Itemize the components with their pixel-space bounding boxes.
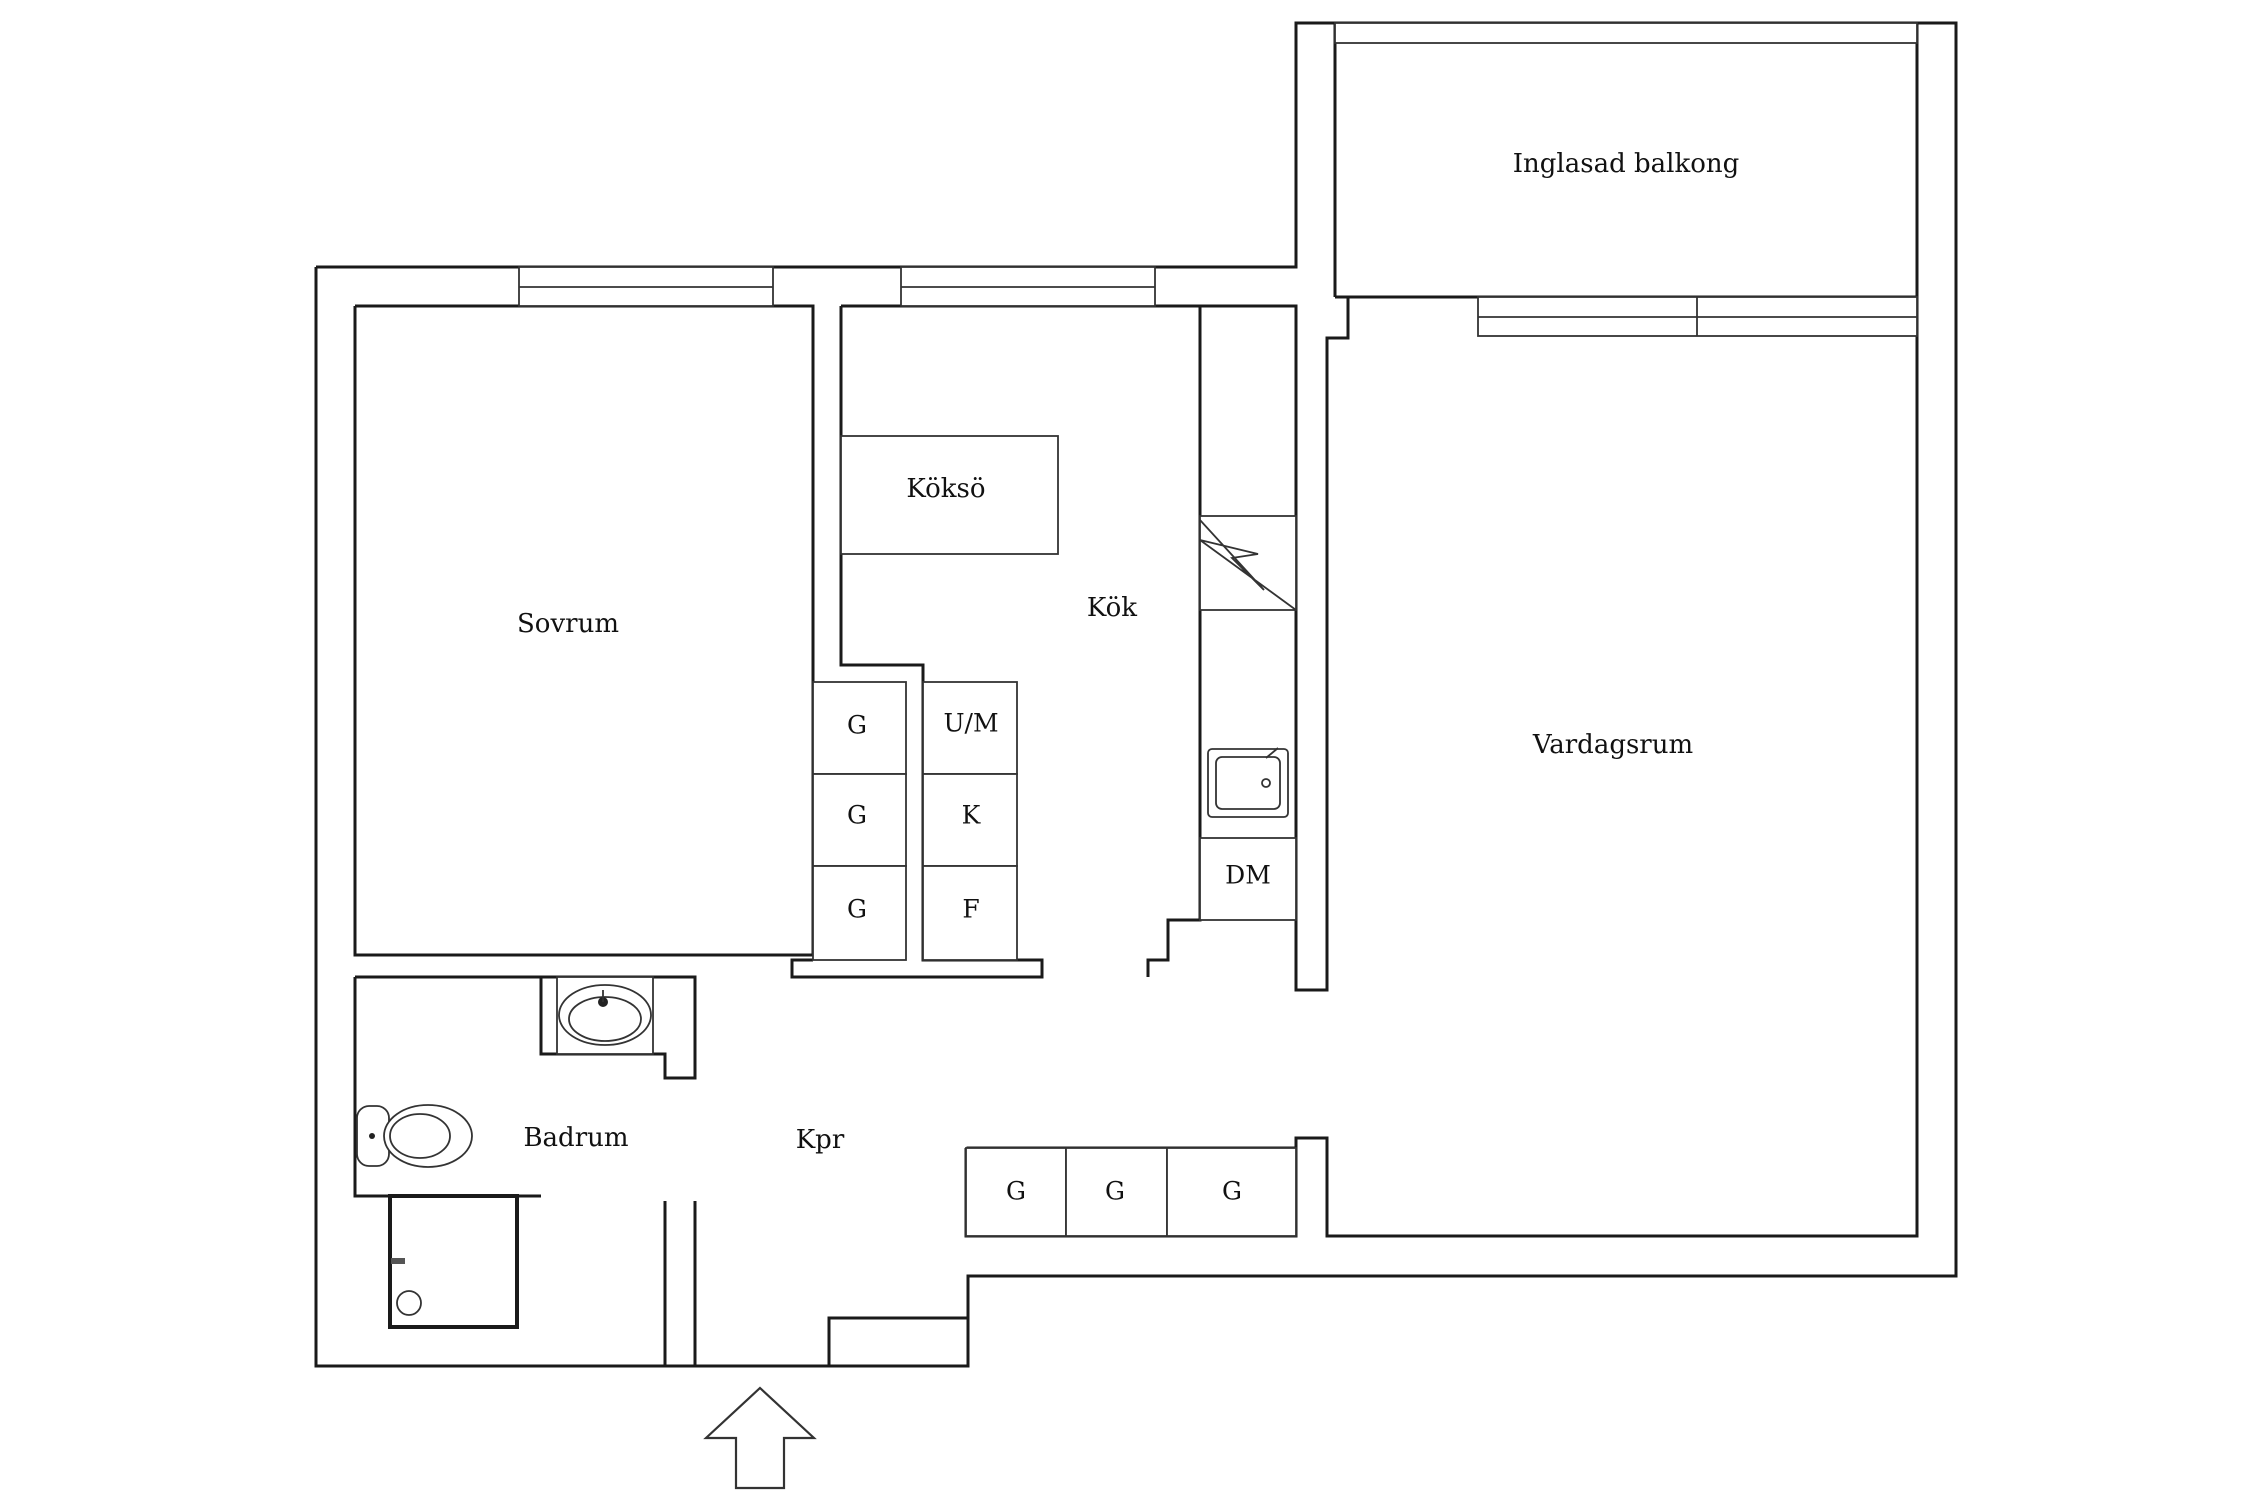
- wardrobe-top: [812, 681, 907, 775]
- wardrobe-mid: [812, 773, 907, 867]
- outer-walls: [314, 21, 1958, 1368]
- windows: [518, 22, 1918, 337]
- freezer-cabinet: [922, 865, 1018, 961]
- hall-wardrobe-1: [965, 1147, 1067, 1237]
- arrow-up-icon: [703, 1386, 817, 1490]
- kitchen-sink-icon: [1207, 747, 1289, 818]
- toilet-icon: [356, 1104, 473, 1168]
- hall-wardrobe-3: [1166, 1147, 1297, 1237]
- chimney-icon: [1199, 515, 1297, 611]
- cabinet-label: DM: [1225, 861, 1271, 890]
- shower-icon: [388, 1194, 519, 1329]
- microwave-cabinet: [922, 681, 1018, 775]
- hall-wardrobe-2: [1065, 1147, 1168, 1237]
- fridge-cabinet: [922, 773, 1018, 867]
- cabinet-label: K: [962, 801, 982, 830]
- room-label-bedroom: Sovrum: [517, 609, 619, 639]
- cabinet-label: U/M: [943, 709, 998, 738]
- kitchen-island: [840, 435, 1059, 555]
- cabinet-label: G: [847, 711, 867, 740]
- room-label-hallway: Kpr: [796, 1125, 845, 1155]
- window-balcony: [1334, 22, 1918, 44]
- room-label-bathroom: Badrum: [523, 1123, 628, 1153]
- cabinet-label: G: [847, 895, 867, 924]
- cabinet-label: G: [1006, 1177, 1026, 1206]
- wardrobe-bottom: [812, 865, 907, 961]
- room-label-balcony: Inglasad balkong: [1513, 149, 1739, 179]
- room-label-kitchen: Kök: [1087, 593, 1137, 623]
- cabinets: [812, 681, 1297, 1237]
- cabinet-label: G: [1222, 1177, 1242, 1206]
- wash-basin-icon: [556, 976, 654, 1055]
- cabinet-label: G: [847, 801, 867, 830]
- cabinet-label: G: [1105, 1177, 1125, 1206]
- dishwasher-cabinet: [1199, 837, 1297, 921]
- room-label-living-room: Vardagsrum: [1532, 730, 1693, 760]
- room-label-kitchen-island: Köksö: [906, 474, 985, 504]
- cabinet-label: F: [962, 895, 979, 924]
